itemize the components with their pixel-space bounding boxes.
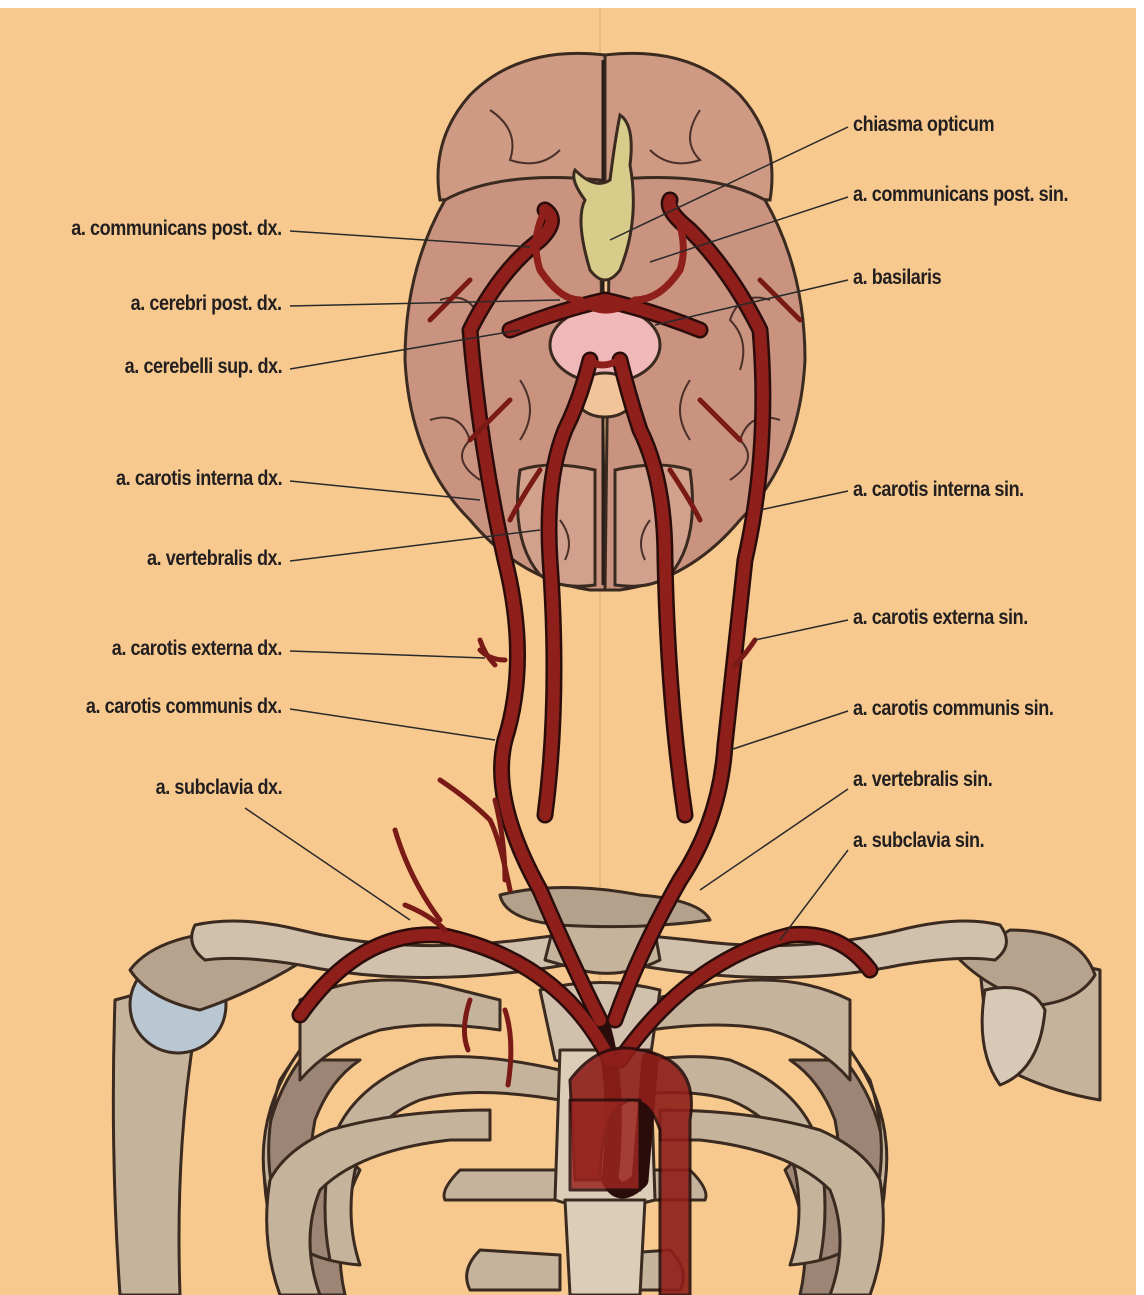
right-edge xyxy=(1136,0,1144,1295)
label-subclavia-dx: a. subclavia dx. xyxy=(155,776,282,800)
label-vertebralis-dx: a. vertebralis dx. xyxy=(147,547,282,571)
label-cerebri-post-dx: a. cerebri post. dx. xyxy=(131,292,282,316)
label-carotis-interna-dx: a. carotis interna dx. xyxy=(116,467,282,491)
label-cerebelli-sup-dx: a. cerebelli sup. dx. xyxy=(124,355,282,379)
label-carotis-externa-sin: a. carotis externa sin. xyxy=(853,606,1028,630)
label-communicans-post-dx: a. communicans post. dx. xyxy=(72,217,282,241)
label-vertebralis-sin: a. vertebralis sin. xyxy=(853,768,992,792)
label-carotis-interna-sin: a. carotis interna sin. xyxy=(853,478,1024,502)
label-basilaris: a. basilaris xyxy=(853,266,941,290)
top-edge xyxy=(0,0,1144,8)
label-chiasma-opticum: chiasma opticum xyxy=(853,113,994,137)
label-carotis-externa-dx: a. carotis externa dx. xyxy=(112,637,282,661)
label-subclavia-sin: a. subclavia sin. xyxy=(853,829,984,853)
label-carotis-communis-sin: a. carotis communis sin. xyxy=(853,697,1053,721)
label-carotis-communis-dx: a. carotis communis dx. xyxy=(86,695,282,719)
label-communicans-post-sin: a. communicans post. sin. xyxy=(853,183,1068,207)
